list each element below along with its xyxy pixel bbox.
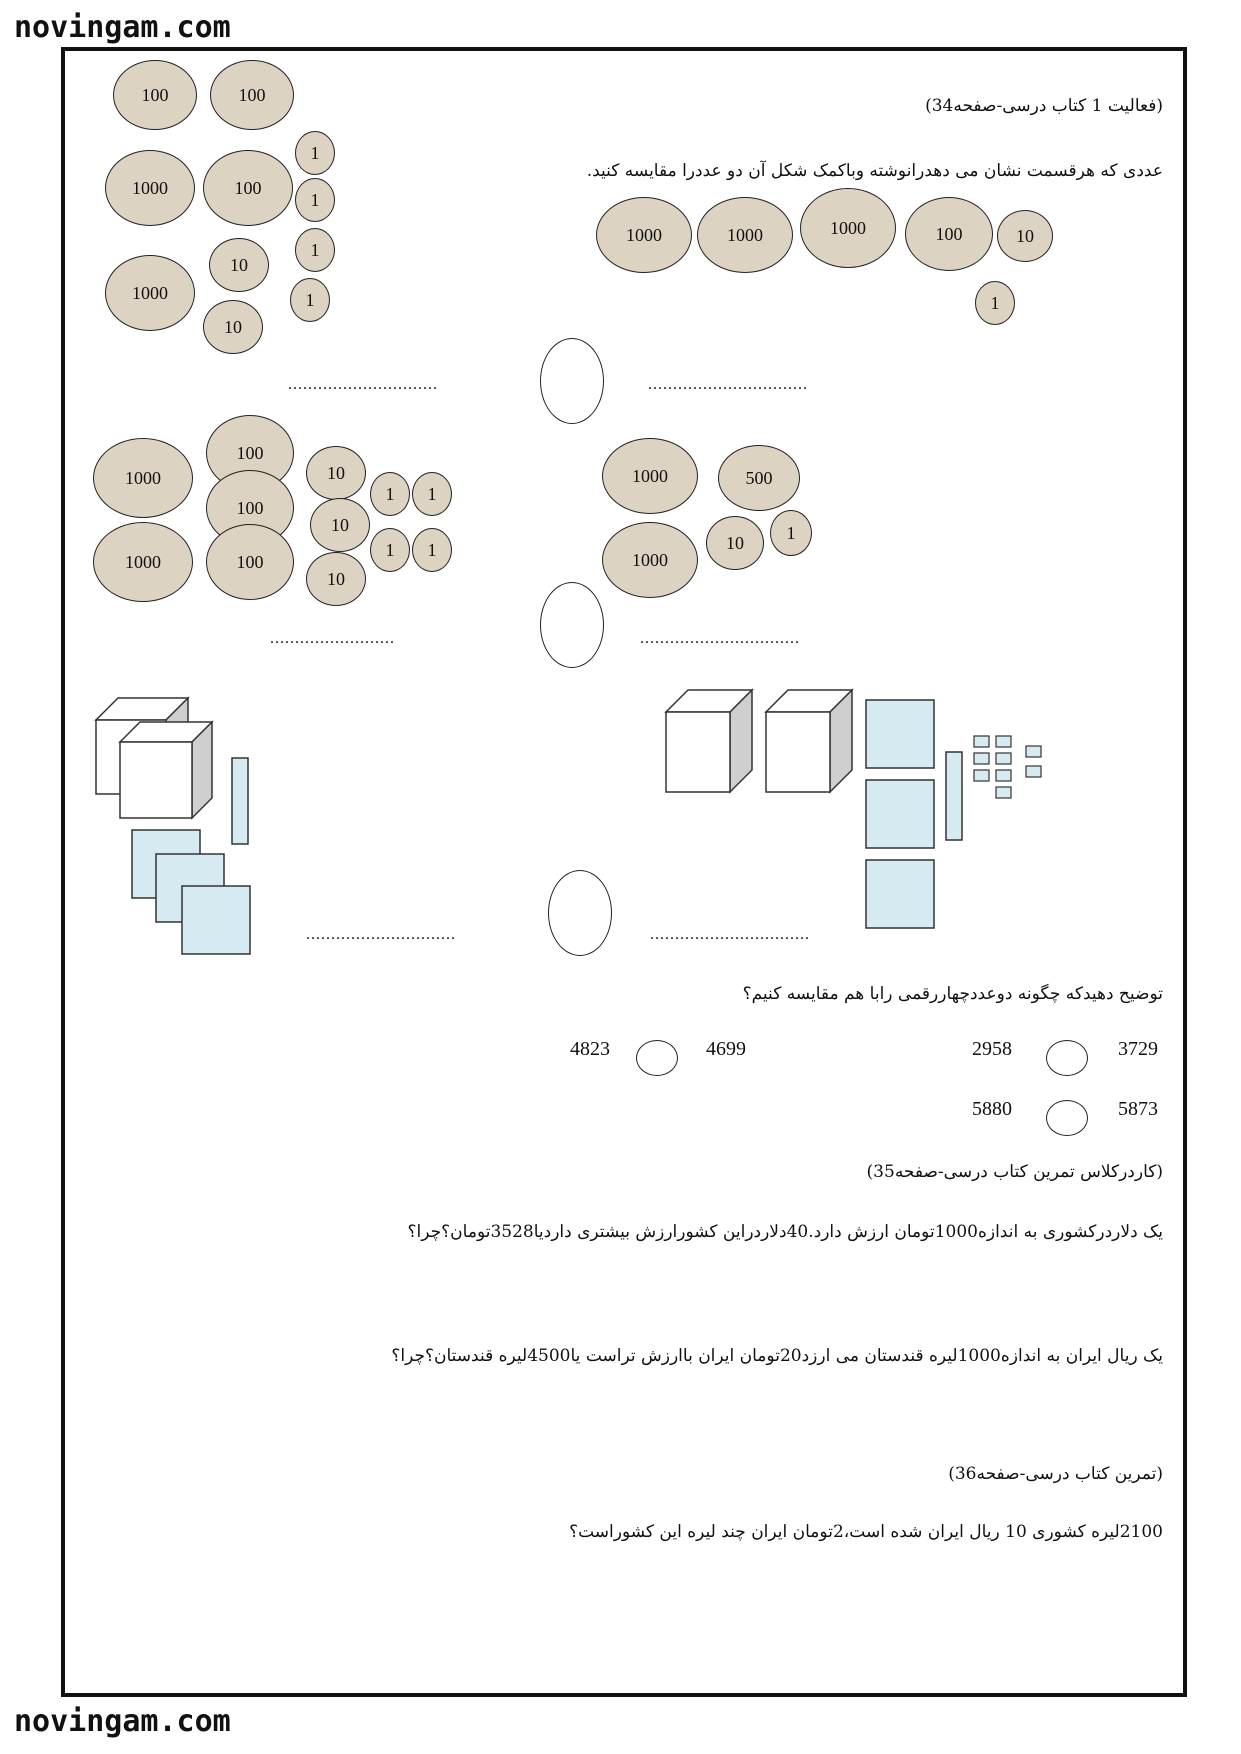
hundred-flat [181,885,251,955]
activity-header: (فعالیت 1 کتاب درسی-صفحه34) [925,96,1163,116]
watermark-top: novingam.com [14,10,231,45]
coin: 1 [290,278,330,322]
answer-blank-left[interactable]: ......................... [270,630,395,647]
ten-rod [231,757,249,845]
one-unit [995,735,1012,748]
coin: 1 [975,281,1015,325]
coin: 1000 [105,150,195,226]
exercise-header: (تمرین کتاب درسی-صفحه36) [948,1464,1163,1484]
coin: 100 [905,197,993,271]
coin: 10 [706,516,764,570]
number: 4699 [706,1038,746,1060]
one-unit [995,769,1012,782]
coin: 100 [113,60,197,130]
coin: 10 [209,238,269,292]
coin: 1000 [602,438,698,514]
hundred-flat [865,699,935,769]
one-unit [995,752,1012,765]
number: 5873 [1118,1098,1158,1120]
thousand-cube [118,720,214,820]
coin: 1000 [93,522,193,602]
coin: 10 [306,446,366,500]
hundred-flat [865,779,935,849]
compare-circle[interactable] [636,1040,678,1076]
coin: 10 [310,498,370,552]
exercise-question-1: 2100لیره کشوری 10 ریال ایران شده است،2تو… [569,1522,1163,1542]
one-unit [1025,745,1042,758]
thousand-cube [664,688,754,794]
coin: 1000 [93,438,193,518]
answer-blank-left[interactable]: .............................. [288,376,438,393]
coin: 100 [203,150,293,226]
ten-rod [945,751,963,841]
classwork-header: (کاردرکلاس تمرین کتاب درسی-صفحه35) [866,1162,1163,1182]
worksheet-frame [61,47,1187,1697]
compare-circle[interactable] [1046,1100,1088,1136]
coin: 1000 [596,197,692,273]
one-unit [973,735,990,748]
coin: 1000 [602,522,698,598]
coin: 1000 [105,255,195,331]
base-ten-blocks-right [664,688,1042,929]
coin: 1 [295,178,335,222]
coin: 1 [295,228,335,272]
compare-circle[interactable] [548,870,612,956]
number: 5880 [972,1098,1012,1120]
one-unit [973,769,990,782]
coin: 10 [997,210,1053,262]
coin: 1 [295,131,335,175]
coin: 1 [412,528,452,572]
coin: 500 [718,445,800,511]
answer-blank-right[interactable]: ................................ [650,926,810,943]
coin: 1 [770,510,812,556]
coin: 10 [306,552,366,606]
classwork-question-1: یک دلاردرکشوری به اندازه1000تومان ارزش د… [407,1222,1163,1242]
hundred-flat [865,859,935,929]
coin: 1 [412,472,452,516]
coin: 1 [370,472,410,516]
thousand-cube [764,688,854,794]
answer-blank-right[interactable]: ................................ [648,376,808,393]
number: 3729 [1118,1038,1158,1060]
coin: 100 [206,524,294,600]
base-ten-blocks-left [94,696,251,955]
watermark-bottom: novingam.com [14,1704,231,1739]
one-unit [1025,765,1042,778]
number: 2958 [972,1038,1012,1060]
compare-circle[interactable] [540,582,604,668]
one-unit [995,786,1012,799]
answer-blank-left[interactable]: .............................. [306,926,456,943]
coin: 100 [210,60,294,130]
one-unit [973,752,990,765]
activity-instruction: عددی که هرقسمت نشان می دهدرانوشته وباکمک… [586,161,1163,181]
coin: 10 [203,300,263,354]
number: 4823 [570,1038,610,1060]
coin: 1000 [800,188,896,268]
compare-question: توضیح دهیدکه چگونه دوعددچهاررقمی رابا هم… [742,984,1163,1004]
coin: 1000 [697,197,793,273]
answer-blank-right[interactable]: ................................ [640,630,800,647]
compare-circle[interactable] [540,338,604,424]
classwork-question-2: یک ریال ایران به اندازه1000لیره قندستان … [391,1346,1163,1366]
compare-circle[interactable] [1046,1040,1088,1076]
coin: 1 [370,528,410,572]
